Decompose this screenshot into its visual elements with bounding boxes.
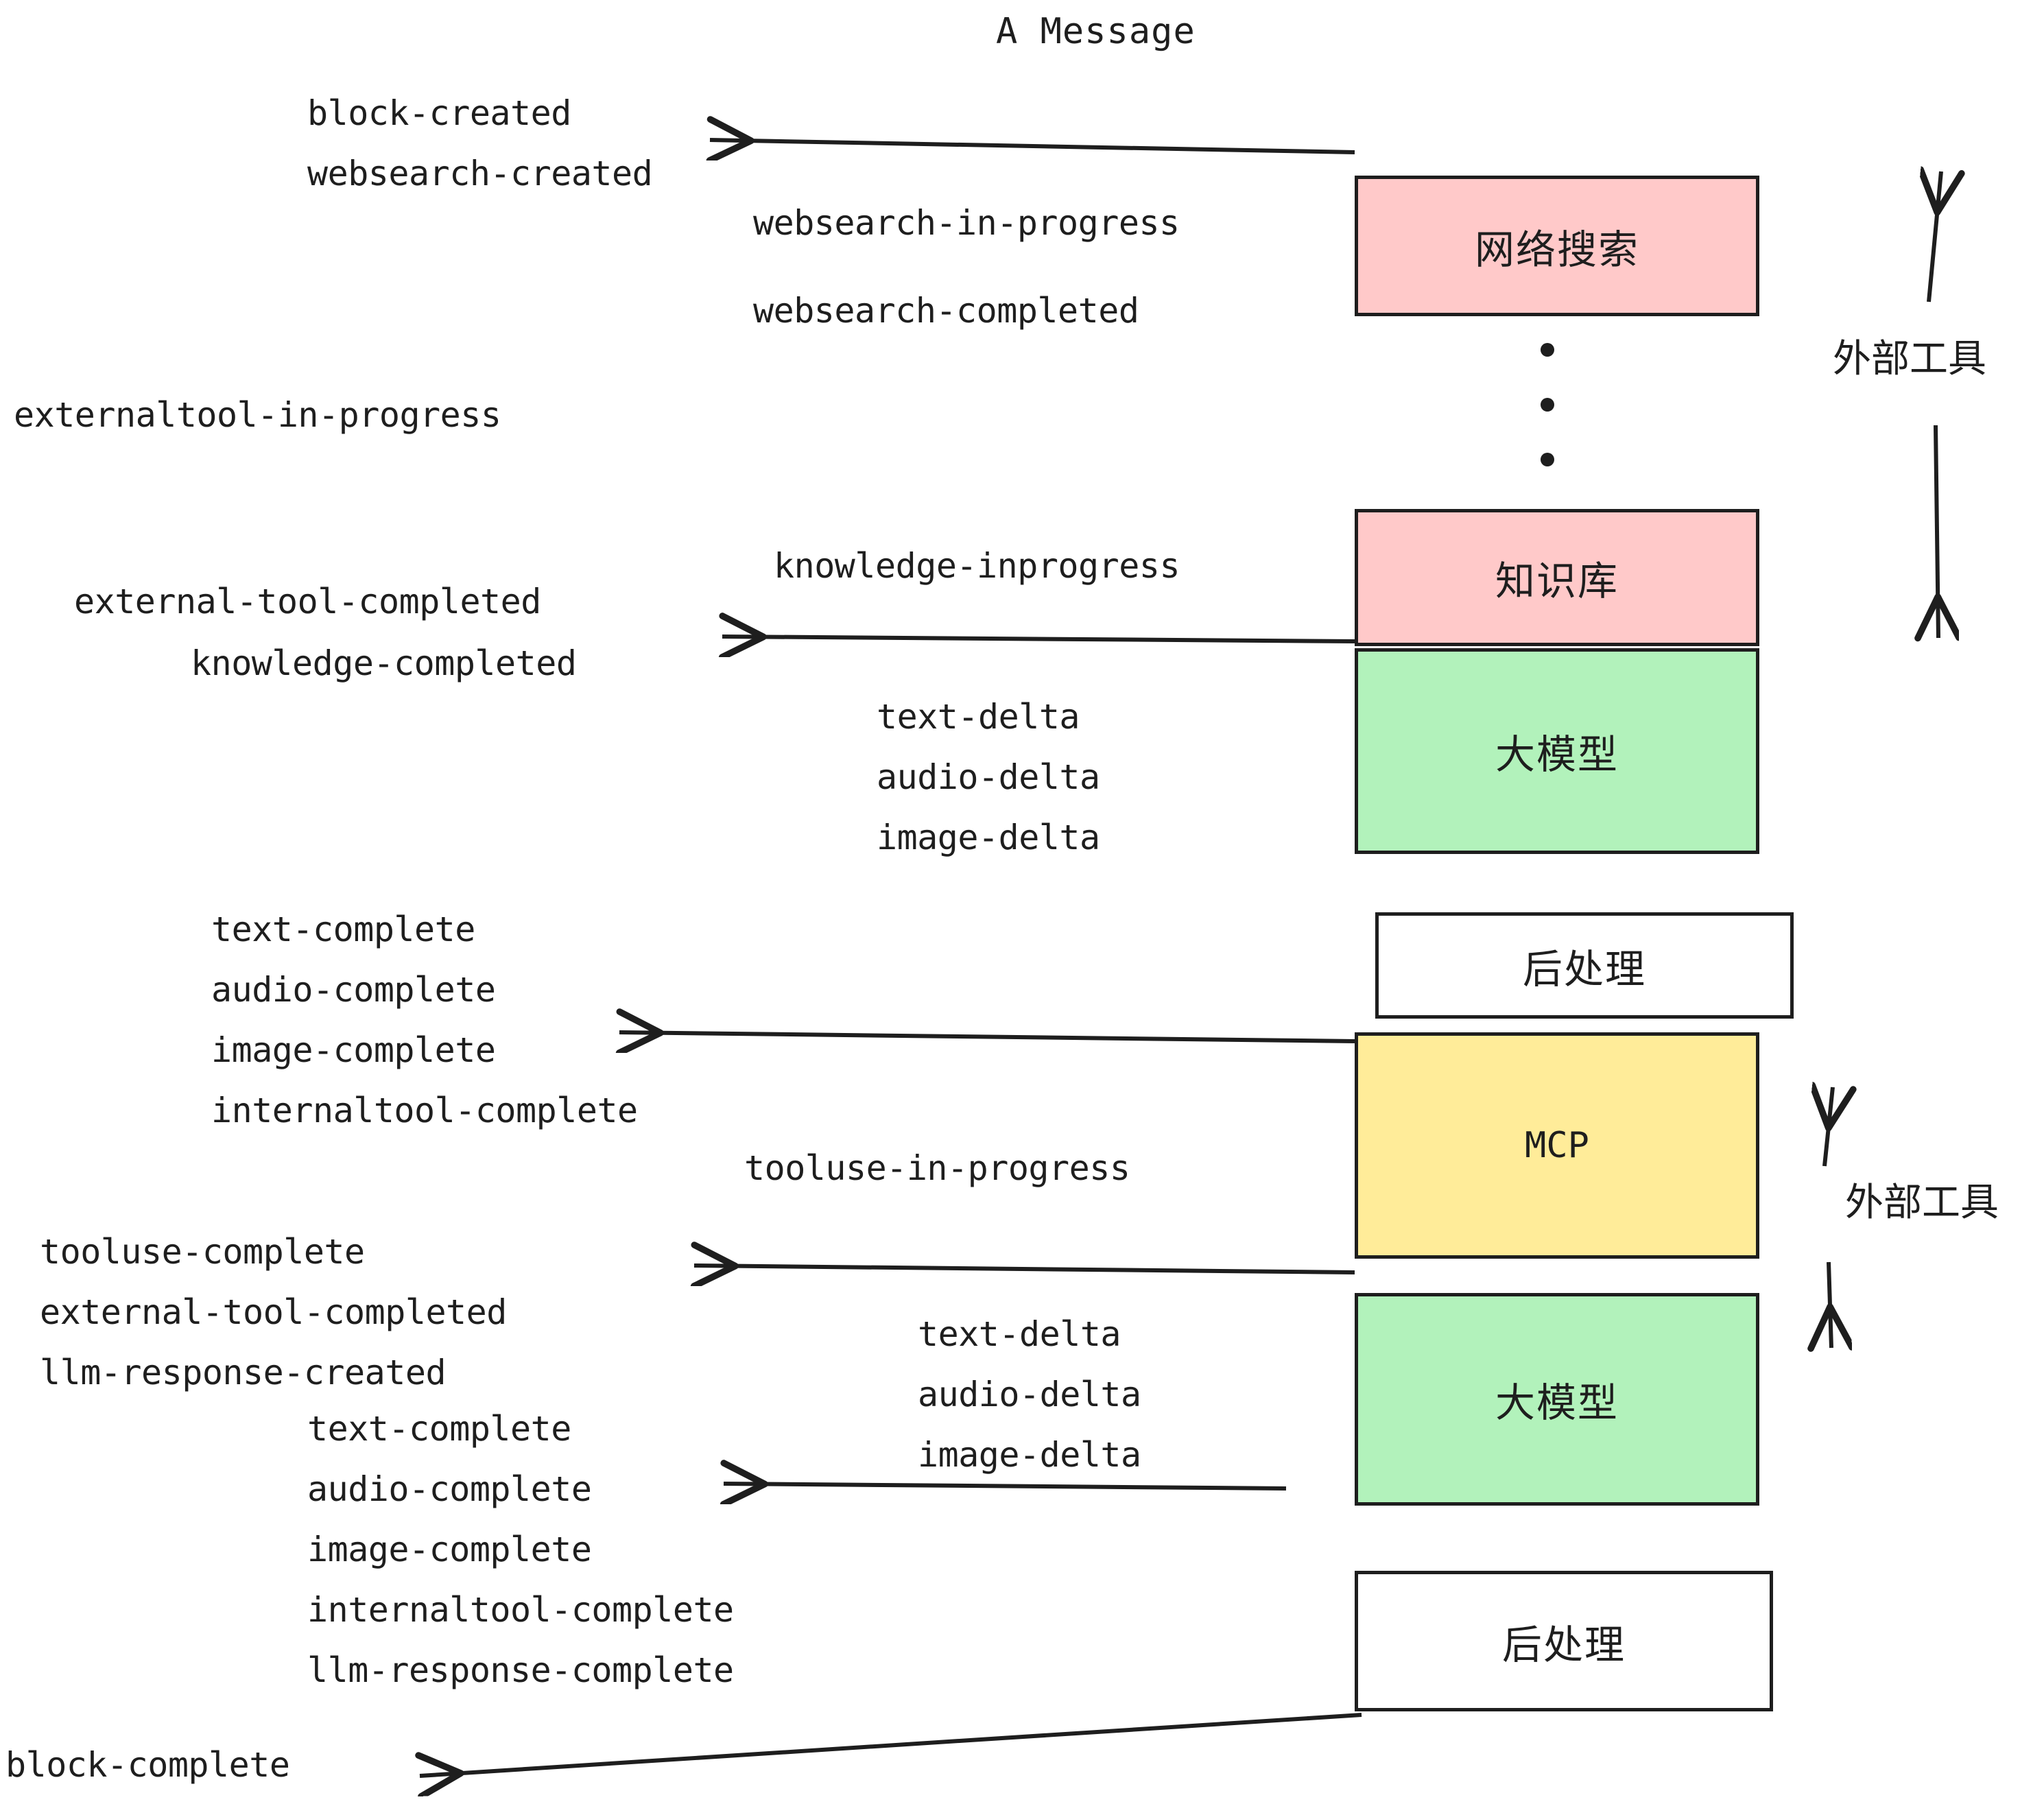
arrow-llm-to-audio-complete (724, 1484, 1287, 1488)
arrow-websearch-to-block-created (710, 140, 1355, 152)
event-llm-response-created: llm-response-created (40, 1353, 447, 1392)
event-audio-delta-1: audio-delta (877, 757, 1100, 797)
vertical-ellipsis (1540, 343, 1555, 466)
side-label-external-tools-2: 外部工具 (1845, 1180, 1999, 1225)
box-llm-top: 大模型 (1355, 648, 1759, 854)
box-mcp: MCP (1355, 1032, 1759, 1259)
event-block-complete: block-complete (5, 1745, 290, 1785)
box-postprocess-bottom: 后处理 (1355, 1571, 1773, 1711)
event-text-complete-2: text-complete (307, 1409, 571, 1449)
arrow-knowledge-to-completed (722, 637, 1355, 641)
box-mcp-label: MCP (1525, 1125, 1589, 1166)
arrow-postprocess-to-block-complete (420, 1713, 1362, 1776)
arrow-mcp-to-tooluse-complete (694, 1266, 1355, 1272)
arrow-external-tools-up-2 (1825, 1087, 1833, 1167)
event-internaltool-complete-1: internaltool-complete (211, 1091, 638, 1130)
event-tooluse-in-progress: tooluse-in-progress (744, 1148, 1130, 1188)
arrow-postprocess-to-image-complete (619, 1032, 1355, 1041)
event-audio-complete-1: audio-complete (211, 970, 496, 1010)
event-tooluse-complete: tooluse-complete (40, 1232, 365, 1272)
box-knowledge: 知识库 (1355, 509, 1759, 646)
event-text-complete-1: text-complete (211, 910, 475, 949)
diagram-title: A Message (996, 11, 1196, 52)
event-external-tool-completed-1: external-tool-completed (74, 582, 541, 621)
event-audio-complete-2: audio-complete (307, 1469, 592, 1509)
event-websearch-completed: websearch-completed (753, 291, 1139, 331)
box-llm-bottom-label: 大模型 (1495, 1379, 1619, 1426)
event-image-delta-2: image-delta (918, 1435, 1141, 1475)
event-image-complete-1: image-complete (211, 1030, 496, 1070)
event-knowledge-completed: knowledge-completed (191, 643, 577, 683)
arrow-external-tools-up-1 (1929, 171, 1941, 302)
box-llm-bottom: 大模型 (1355, 1293, 1759, 1506)
event-text-delta-2: text-delta (918, 1314, 1121, 1354)
box-llm-top-label: 大模型 (1495, 731, 1619, 778)
box-knowledge-label: 知识库 (1495, 558, 1619, 604)
event-image-complete-2: image-complete (307, 1530, 592, 1569)
event-llm-response-complete: llm-response-complete (307, 1650, 734, 1690)
event-external-tool-completed-2: external-tool-completed (40, 1292, 507, 1332)
event-externaltool-in-progress: externaltool-in-progress (14, 395, 501, 435)
event-websearch-created: websearch-created (307, 154, 653, 193)
box-websearch: 网络搜索 (1355, 176, 1759, 316)
box-postprocess-top-label: 后处理 (1522, 945, 1646, 993)
event-image-delta-1: image-delta (877, 818, 1100, 857)
arrow-external-tools-down-2 (1829, 1261, 1831, 1348)
event-internaltool-complete-2: internaltool-complete (307, 1590, 734, 1630)
box-postprocess-bottom-label: 后处理 (1501, 1621, 1626, 1668)
event-audio-delta-2: audio-delta (918, 1375, 1141, 1414)
box-postprocess-top: 后处理 (1375, 912, 1794, 1019)
event-websearch-in-progress: websearch-in-progress (753, 203, 1180, 243)
event-block-created: block-created (307, 93, 571, 133)
box-websearch-label: 网络搜索 (1474, 226, 1639, 273)
side-label-external-tools-1: 外部工具 (1833, 337, 1986, 381)
arrow-external-tools-down-1 (1936, 425, 1938, 638)
event-knowledge-inprogress: knowledge-inprogress (774, 546, 1180, 586)
event-text-delta-1: text-delta (877, 697, 1080, 737)
